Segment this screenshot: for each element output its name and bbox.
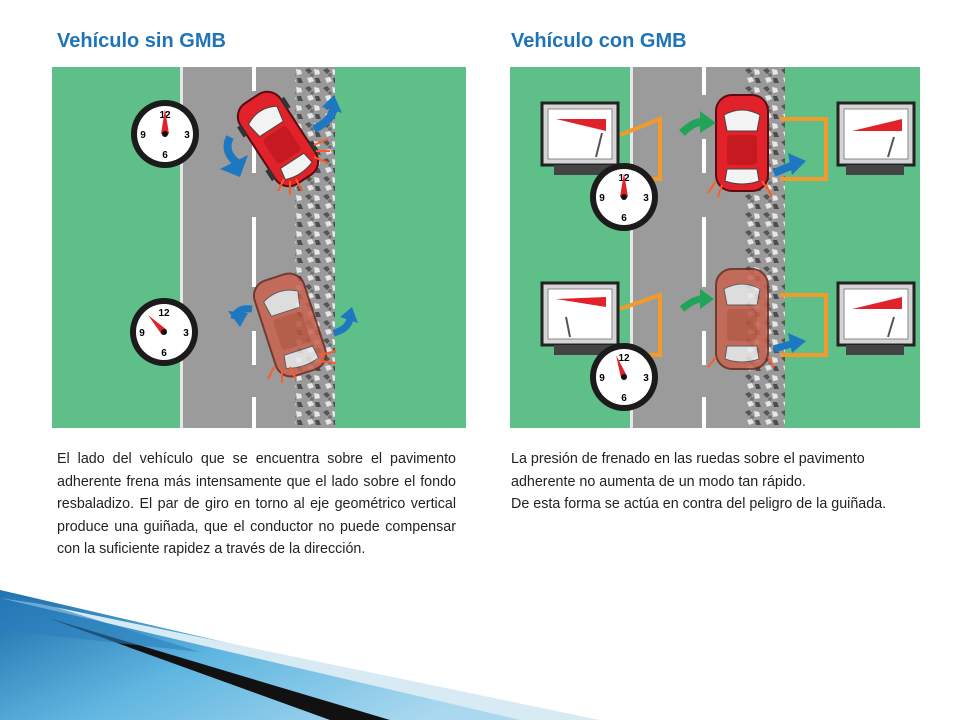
right-caption-line: La presión de frenado en las ruedas sobr… xyxy=(511,451,865,490)
right-caption: La presión de frenado en las ruedas sobr… xyxy=(511,448,911,516)
clock-number: 9 xyxy=(599,193,605,204)
clock-number: 3 xyxy=(643,373,649,384)
clock-number: 3 xyxy=(643,193,649,204)
clock-number: 6 xyxy=(621,393,627,404)
clock-icon: 12 3 6 9 xyxy=(130,298,198,366)
car-icon xyxy=(715,94,769,192)
rotation-arrow-icon xyxy=(332,318,354,337)
pressure-gauge-icon xyxy=(540,281,620,355)
car-icon xyxy=(252,272,328,378)
clock-number: 9 xyxy=(139,328,145,339)
clock-number: 3 xyxy=(184,130,190,141)
left-caption: El lado del vehículo que se encuentra so… xyxy=(57,451,456,557)
left-panel-title: Vehículo sin GMB xyxy=(57,30,226,52)
left-illustration: 12 3 6 9 12 3 6 9 xyxy=(52,67,466,428)
car-icon xyxy=(236,90,320,188)
right-panel-title: Vehículo con GMB xyxy=(511,30,687,52)
clock-icon: 12 3 6 9 xyxy=(590,343,658,411)
pressure-gauge-icon xyxy=(836,281,916,355)
clock-number: 12 xyxy=(158,308,170,319)
clock-number: 6 xyxy=(161,348,167,359)
clock-number: 6 xyxy=(162,150,168,161)
pressure-gauge-icon xyxy=(836,101,916,175)
clock-number: 9 xyxy=(599,373,605,384)
clock-number: 9 xyxy=(140,130,146,141)
clock-icon: 12 3 6 9 xyxy=(131,100,199,168)
clock-number: 6 xyxy=(621,213,627,224)
right-illustration: 12 3 6 9 12 3 6 9 xyxy=(510,67,920,428)
clock-number: 3 xyxy=(183,328,189,339)
right-caption-line: De esta forma se actúa en contra del pel… xyxy=(511,496,887,512)
car-icon xyxy=(715,268,769,370)
decorative-corner xyxy=(0,590,600,720)
pressure-gauge-icon xyxy=(540,101,620,175)
clock-number: 12 xyxy=(618,353,630,364)
clock-icon: 12 3 6 9 xyxy=(590,163,658,231)
